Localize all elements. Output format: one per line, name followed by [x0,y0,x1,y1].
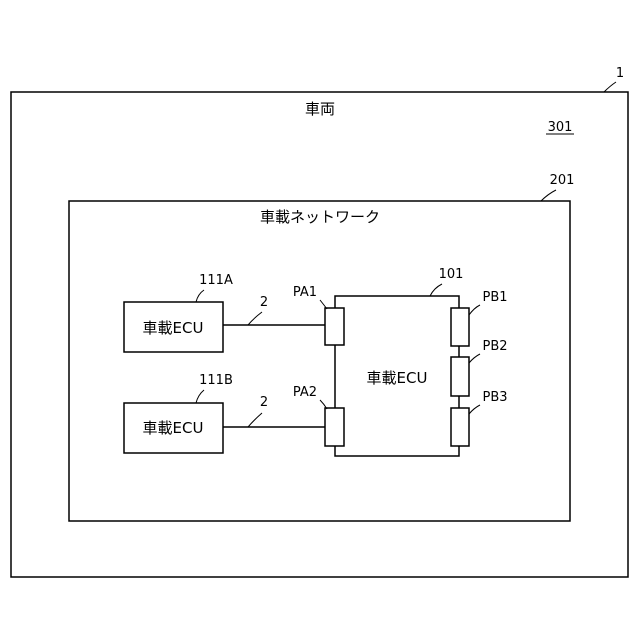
vehicle-ref-number: 1 [616,66,624,81]
network-label: 車載ネットワーク [260,208,380,226]
ecu-101-ref-number: 101 [439,267,464,282]
ecu-111a-ref-number: 111A [199,273,233,288]
ecu-101-leader-line [430,284,442,296]
port-pb3-label: PB3 [482,390,507,405]
network-ref-number: 201 [550,173,575,188]
ecu-111a-label: 車載ECU [143,319,204,337]
port-pb2 [451,357,469,396]
vehicle-sub-ref-number: 301 [548,120,573,135]
port-pa2 [325,408,344,446]
network-box [69,201,570,521]
ecu-111a-leader-line [196,290,204,302]
port-pa2-label: PA2 [293,385,317,400]
comm-line-b-leader [248,413,262,427]
port-pb1-leader [469,305,480,315]
port-pb2-leader [469,354,480,363]
comm-line-a-ref-number: 2 [260,295,268,310]
port-pb3 [451,408,469,446]
port-pa1-leader [320,300,327,309]
network-leader-line [541,190,556,201]
ecu-101-label: 車載ECU [367,369,428,387]
port-pb2-label: PB2 [482,339,507,354]
port-pa2-leader [320,400,327,409]
port-pb3-leader [469,405,480,414]
comm-line-a-leader [248,312,262,325]
ecu-111b-leader-line [196,390,204,403]
comm-line-b-ref-number: 2 [260,395,268,410]
port-pa1 [325,308,344,345]
port-pb1 [451,308,469,346]
vehicle-leader-line [604,82,616,92]
ecu-111b-ref-number: 111B [199,373,233,388]
port-pb1-label: PB1 [482,290,507,305]
vehicle-box [11,92,628,577]
vehicle-label: 車両 [305,100,335,118]
ecu-111b-label: 車載ECU [143,419,204,437]
port-pa1-label: PA1 [293,285,317,300]
